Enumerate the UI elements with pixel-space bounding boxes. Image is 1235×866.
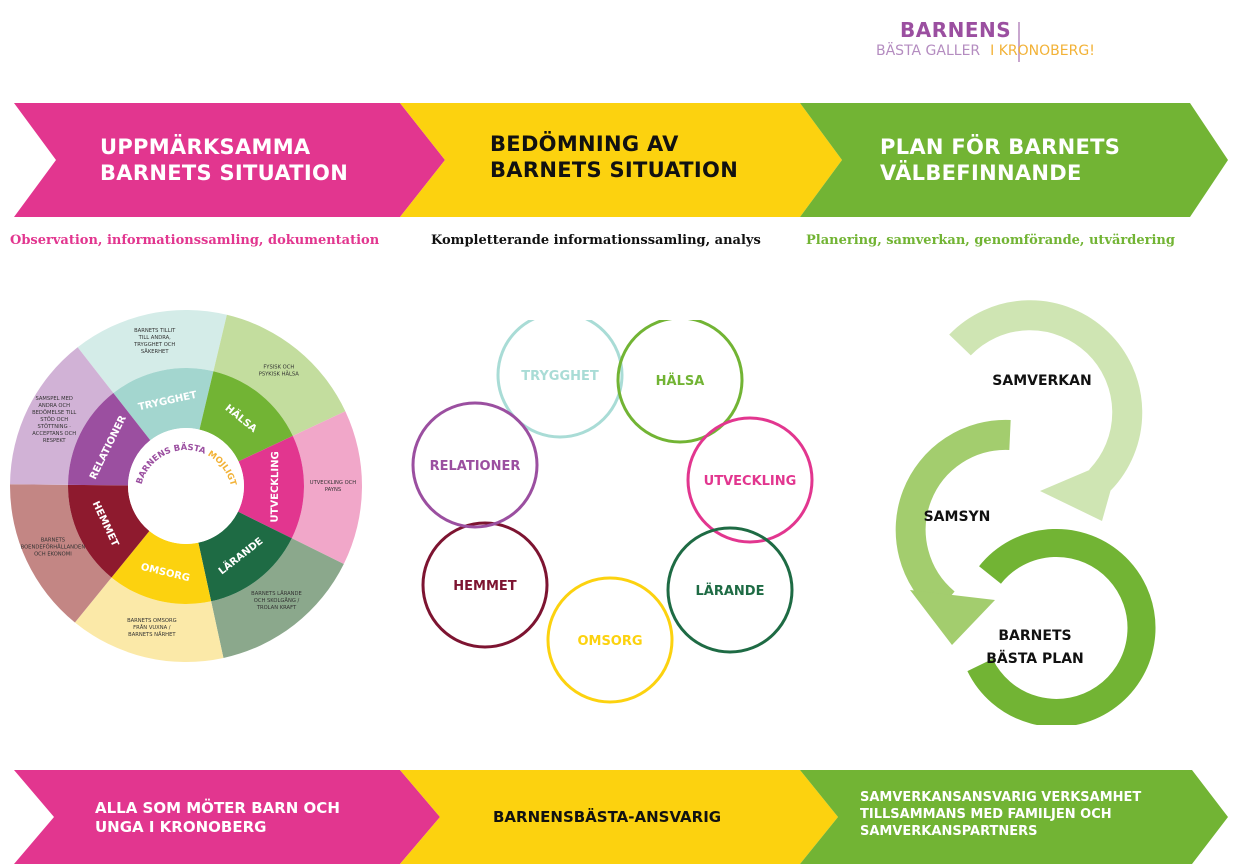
logo-subtitle: BÄSTA GALLER I KRONOBERG! <box>876 43 1095 59</box>
wheel-inner-relationer <box>68 393 151 486</box>
wheel-inner-hälsa <box>199 371 293 462</box>
logo-title: BARNENS <box>900 18 1012 42</box>
circle-label-hälsa: HÄLSA <box>656 373 705 389</box>
bottom-chevron-yellow <box>400 770 838 864</box>
samverkan-arrowhead <box>1040 457 1120 521</box>
stage-1-title-text: UPPMÄRKSAMMA BARNETS SITUATION <box>100 135 349 185</box>
circle-lärande <box>666 526 794 654</box>
logo-divider <box>1018 22 1020 62</box>
chevron-green <box>800 103 1228 217</box>
plan-arc <box>967 528 1156 725</box>
wheel-outer-relationer <box>10 347 114 485</box>
circle-omsorg <box>546 576 674 704</box>
circle-label-lärande: LÄRANDE <box>696 583 765 599</box>
circle-label-hemmet: HEMMET <box>453 579 517 594</box>
wheel-outer-hälsa <box>213 314 346 436</box>
stage-2-title: BEDÖMNING AV BARNETS SITUATION <box>490 131 738 183</box>
cycle-diagram: SAMVERKAN SAMSYN BARNETS BÄSTA PLAN <box>895 300 1156 725</box>
samverkan-label: SAMVERKAN <box>992 373 1091 389</box>
circle-utveckling <box>686 416 814 544</box>
chevron-pink <box>14 103 445 217</box>
logo-subtitle-part2: I KRONOBERG! <box>990 43 1095 59</box>
plan-label-2: BÄSTA PLAN <box>986 650 1084 667</box>
wheel-label-utveckling: UTVECKLING <box>270 451 282 522</box>
bottom-chevron-green <box>800 770 1228 864</box>
circle-trygghet <box>496 320 624 439</box>
wheel-outer-hemmet <box>9 484 112 623</box>
circle-label-trygghet: TRYGGHET <box>521 369 599 384</box>
wheel-inner-hemmet <box>68 484 150 578</box>
circle-relationer <box>411 401 539 529</box>
stage-2-subtitle: Kompletterande informationssamling, anal… <box>431 233 761 248</box>
bottom-3-text: SAMVERKANSANSVARIG VERKSAMHET TILLSAMMAN… <box>860 790 1142 839</box>
circles-diagram: TRYGGHET HÄLSA UTVECKLING LÄRANDE OMSORG HEMM… <box>411 320 814 704</box>
bottom-2-text: BARNENSBÄSTA-ANSVARIG <box>493 808 722 826</box>
wheel-outer-omsorg <box>74 577 224 662</box>
stage-3-title-text: PLAN FÖR BARNETS VÄLBEFINNANDE <box>880 135 1121 185</box>
circle-label-omsorg: OMSORG <box>577 634 642 649</box>
wheel-outer-trygghet <box>77 310 227 394</box>
circle-hemmet <box>421 521 549 649</box>
samsyn-arrowhead <box>910 590 995 645</box>
samsyn-arc <box>895 419 1011 615</box>
wheel-center <box>128 428 244 544</box>
stage-2-title-text: BEDÖMNING AV BARNETS SITUATION <box>490 132 739 182</box>
stage-3-subtitle: Planering, samverkan, genomförande, utvä… <box>806 233 1175 248</box>
bottom-chevron-pink <box>14 770 440 864</box>
plan-label-1: BARNETS <box>998 628 1071 644</box>
wheel-inner-omsorg <box>111 530 212 604</box>
bottom-1-text: ALLA SOM MÖTER BARN OCH UNGA I KRONOBERG <box>95 799 340 836</box>
wheel-inner-utveckling <box>238 435 304 539</box>
chevron-yellow <box>400 103 842 217</box>
stage-3-title: PLAN FÖR BARNETS VÄLBEFINNANDE <box>880 134 1120 186</box>
samverkan-arc <box>949 300 1143 491</box>
wheel-inner-lärande <box>198 511 292 602</box>
samsyn-label: SAMSYN <box>924 509 991 525</box>
wheel-inner-trygghet <box>113 368 214 441</box>
stage-1-title: UPPMÄRKSAMMA BARNETS SITUATION <box>100 134 348 186</box>
circle-hälsa <box>616 320 744 444</box>
circle-label-utveckling: UTVECKLING <box>704 474 797 489</box>
circle-label-relationer: RELATIONER <box>430 459 521 474</box>
wheel-outer-lärande <box>211 538 344 658</box>
stage-1-subtitle: Observation, informationssamling, dokume… <box>10 233 380 248</box>
logo-subtitle-part1: BÄSTA GALLER <box>876 43 981 59</box>
wheel-outer-utveckling <box>291 411 363 564</box>
